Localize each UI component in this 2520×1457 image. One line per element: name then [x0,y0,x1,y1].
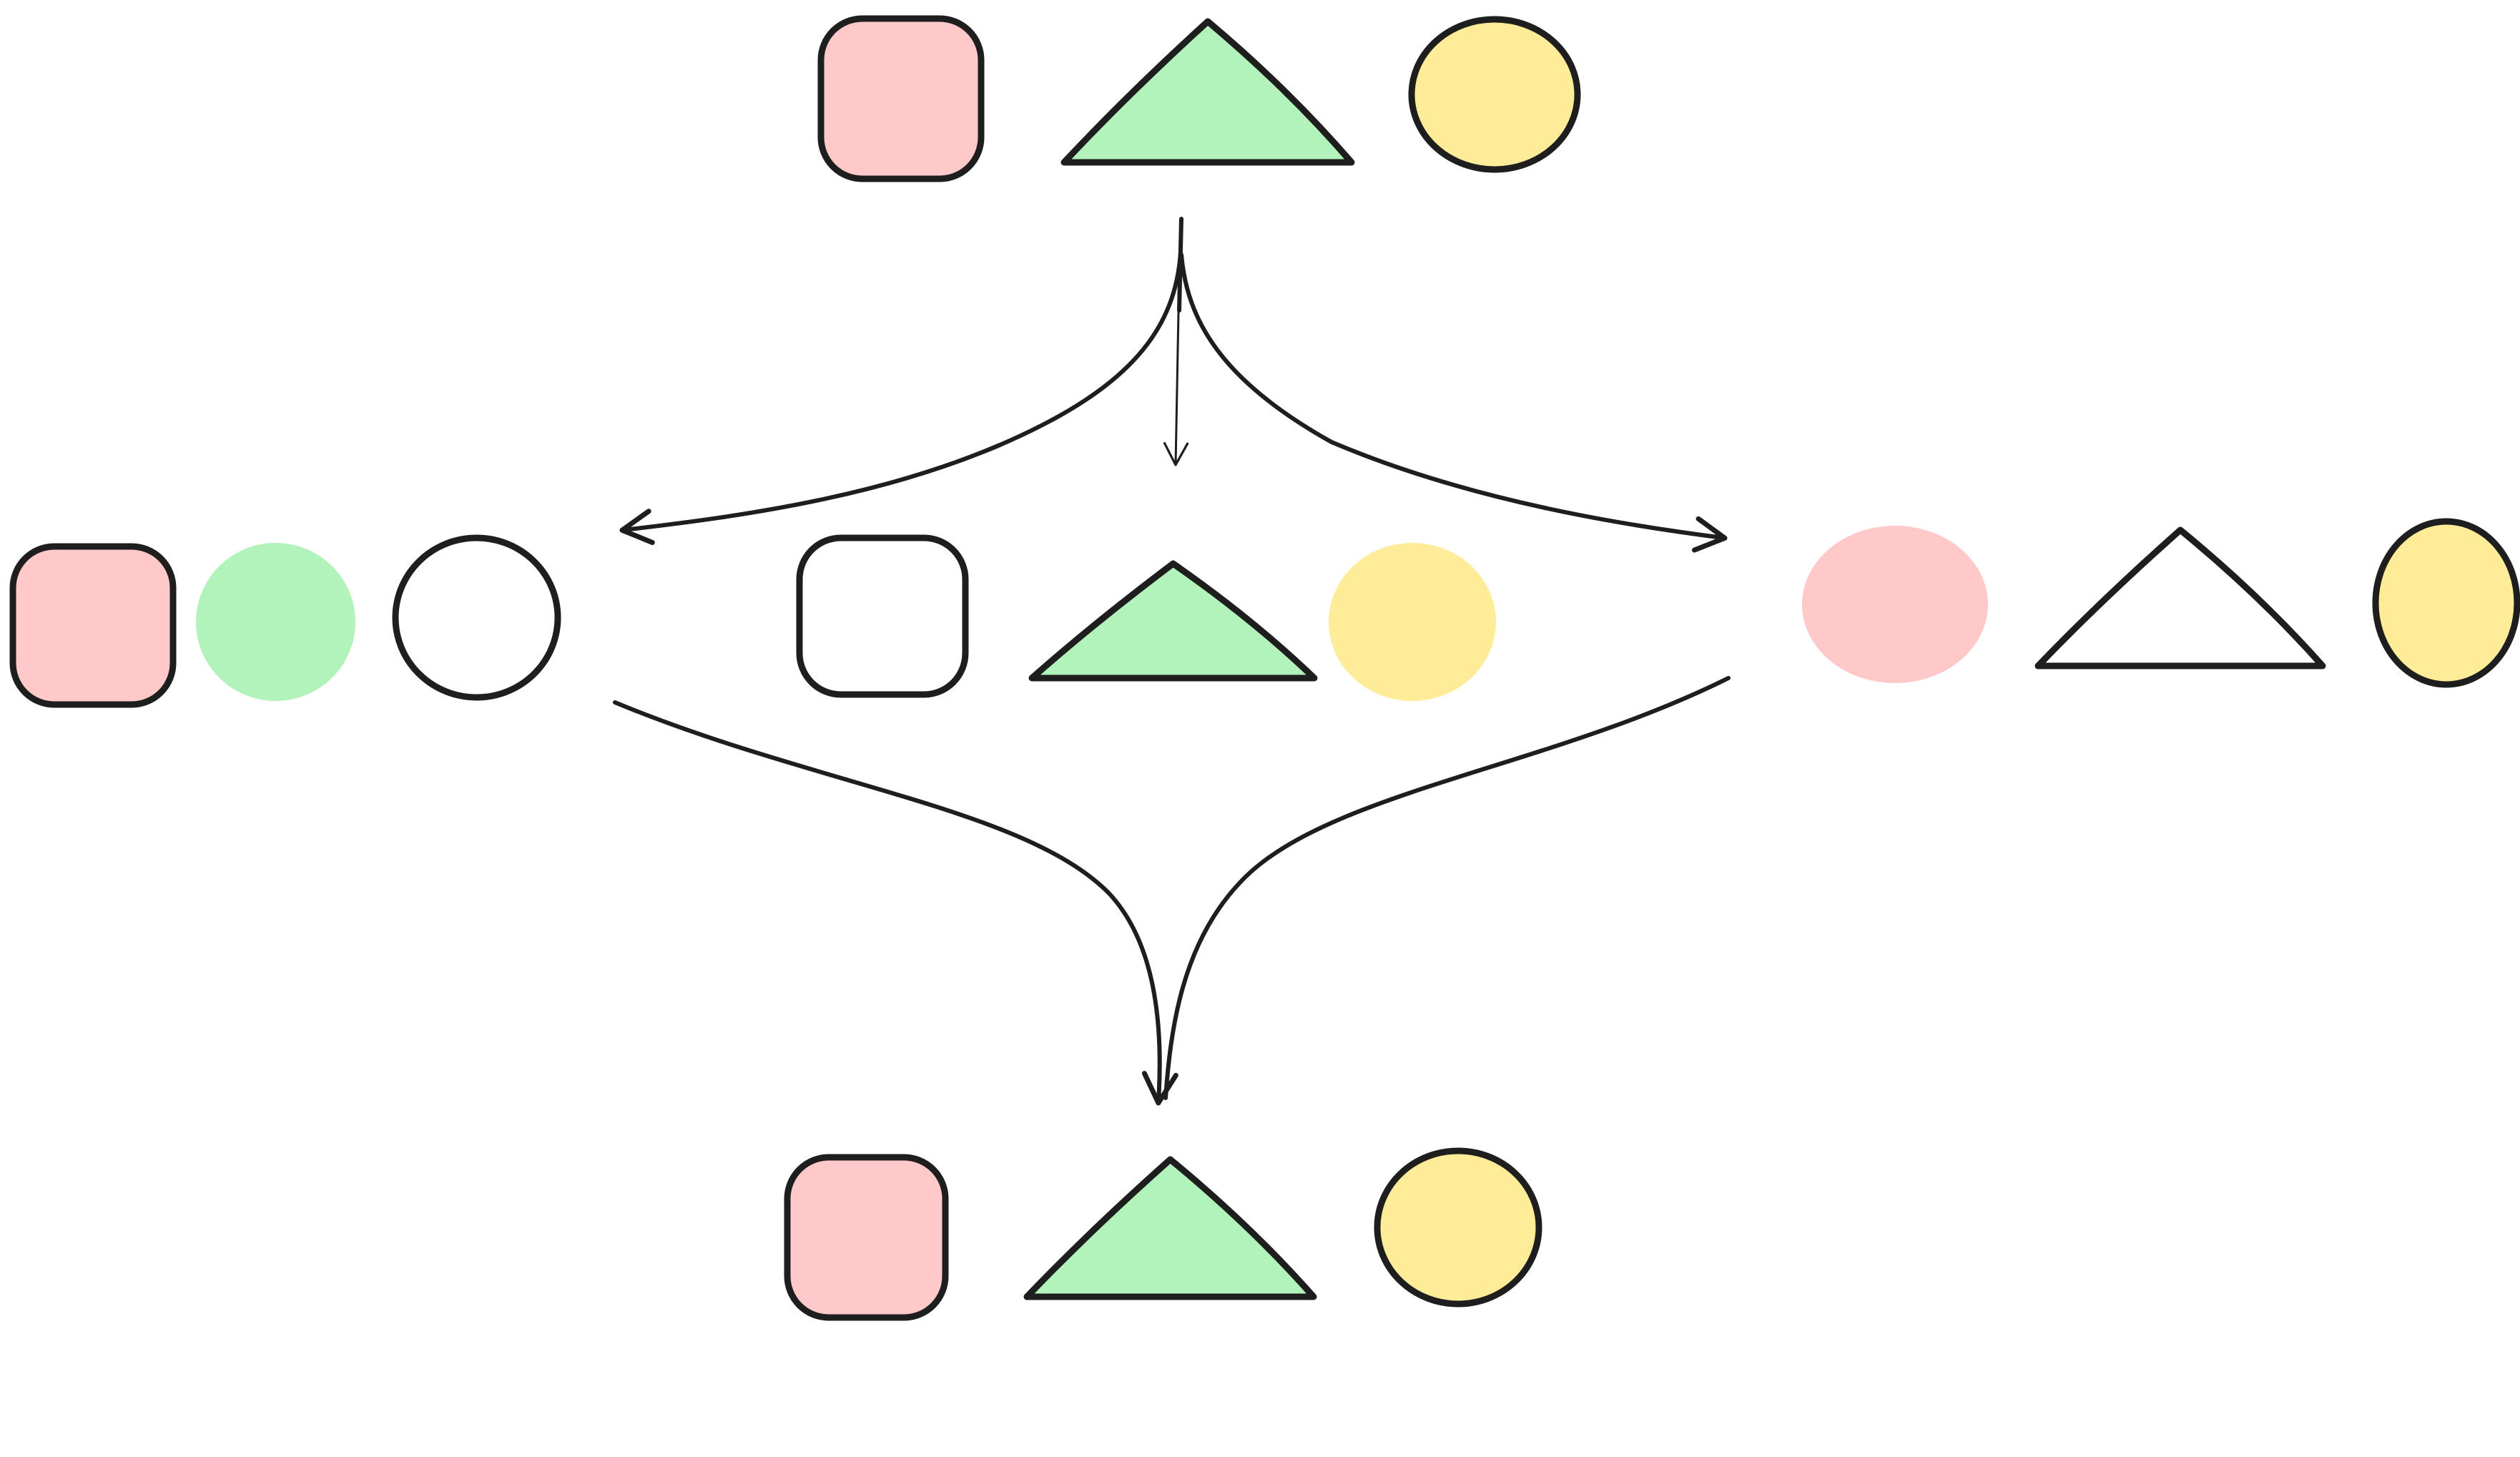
right-pink-circle[interactable] [1802,526,1988,683]
bottom-result-group [784,1147,1542,1321]
top-green-triangle[interactable] [1060,18,1355,166]
shapes-layer [9,15,2520,1321]
center-green-triangle[interactable] [1028,560,1318,682]
arrow-top-to-center[interactable] [1163,310,1189,466]
bottom-pink-rounded-square[interactable] [784,1154,949,1321]
arrows-layer [613,217,1731,1106]
arrow-right-to-bottom[interactable] [1163,676,1731,1100]
bottom-green-triangle[interactable] [1023,1156,1317,1300]
variant-left-group [9,534,561,708]
top-yellow-circle[interactable] [1408,16,1581,173]
arrow-left-to-bottom[interactable] [613,700,1178,1106]
right-white-triangle[interactable] [2034,526,2326,669]
center-yellow-circle[interactable] [1329,543,1496,701]
top-pink-rounded-square[interactable] [817,15,985,182]
arrow-top-to-left[interactable] [619,250,1183,545]
top-source-group [817,15,1581,182]
left-green-circle[interactable] [196,543,355,701]
variant-center-group [796,534,1496,701]
center-white-rounded-square[interactable] [796,534,969,698]
arrow-top-to-right[interactable] [1179,252,1728,553]
bottom-yellow-circle[interactable] [1374,1147,1542,1308]
left-pink-rounded-square[interactable] [9,543,177,708]
left-white-circle[interactable] [392,534,561,701]
right-yellow-circle[interactable] [2372,518,2520,688]
variant-right-group [1802,518,2520,688]
